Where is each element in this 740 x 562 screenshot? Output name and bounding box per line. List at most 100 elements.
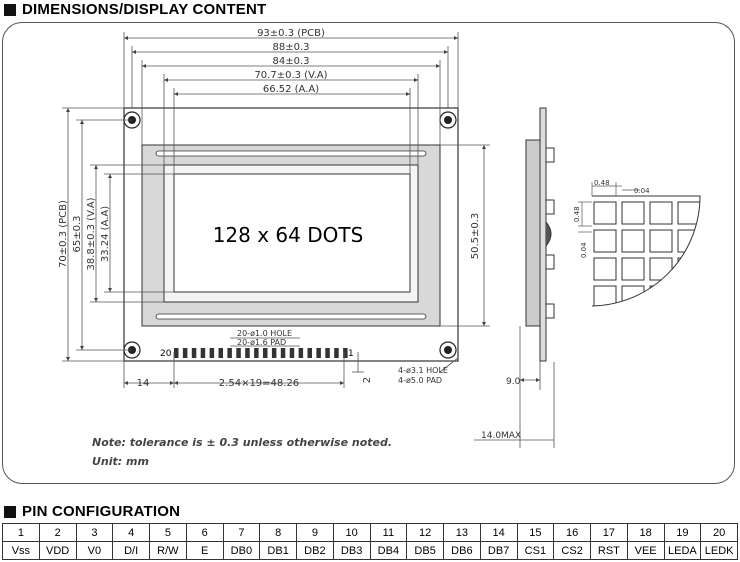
pin-pad-spec: 20-ø1.6 PAD <box>237 338 286 347</box>
bezel-bottom-slot <box>155 313 427 320</box>
unit-note: Unit: mm <box>92 455 149 468</box>
pin-name-cell: CS1 <box>516 541 555 560</box>
dot-cell <box>649 229 673 253</box>
pin-number-cell: 19 <box>663 523 702 542</box>
section-bullet-icon <box>4 505 16 518</box>
pin-number-cell: 10 <box>332 523 371 542</box>
dim-height-65: 65±0.3 <box>72 215 83 252</box>
dot-gap-side: 0.04 <box>580 242 588 258</box>
dim-side-9: 9.0 <box>506 377 521 387</box>
mount-pad-spec: 4-ø5.0 PAD <box>398 376 442 385</box>
pin-pad <box>227 348 232 358</box>
pin-number-cell: 12 <box>406 523 444 542</box>
pin-name-cell: DB6 <box>443 541 481 560</box>
pin-pad <box>182 348 188 358</box>
drawing-frame <box>2 22 735 484</box>
dot-cell <box>621 201 645 225</box>
pin-name-cell: DB3 <box>332 541 371 560</box>
dim-left-14: 14 <box>137 378 150 389</box>
dim-pcb-width: 93±0.3 (PCB) <box>257 28 325 39</box>
pin-number-cell: 11 <box>369 523 408 542</box>
pin-number-cell: 13 <box>443 523 481 542</box>
dot-pitch-top: 0.48 <box>594 179 610 187</box>
mounting-holes <box>123 111 457 359</box>
pin-header-row <box>174 348 348 358</box>
pin-number-cell: 5 <box>149 523 187 542</box>
pin-pad <box>280 348 286 358</box>
dim-va-width: 70.7±0.3 (V.A) <box>254 70 327 81</box>
pin-number-cell: 17 <box>590 523 628 542</box>
pin-pad <box>245 348 250 358</box>
dot-cell <box>593 201 617 225</box>
pin-pad <box>343 348 348 358</box>
section-bullet-icon <box>4 3 16 16</box>
pin-name-cell: DB1 <box>259 541 297 560</box>
pin-name-cell: RST <box>590 541 628 560</box>
pin-pad <box>254 348 259 358</box>
pin-number-cell: 4 <box>112 523 150 542</box>
pin-name-cell: V0 <box>75 541 114 560</box>
pin-number-cell: 2 <box>38 523 77 542</box>
dim-aa-height: 33.24 (A.A) <box>100 206 111 262</box>
dot-cell <box>677 257 700 281</box>
pin-1-label: 1 <box>348 349 354 359</box>
pin-pad <box>307 348 312 358</box>
pin-name-cell: LEDK <box>700 541 738 560</box>
mount-hole-spec: 4-ø3.1 HOLE <box>398 366 448 375</box>
dimensions-section-title: DIMENSIONS/DISPLAY CONTENT <box>4 1 266 18</box>
dot-cell <box>677 201 700 225</box>
pin-pad <box>316 348 321 358</box>
lcd-dimension-drawing: 128 x 64 DOTS 20 1 93±0.3 (PCB) 88±0.3 8… <box>58 28 701 468</box>
pin-name-cell: CS2 <box>553 541 591 560</box>
dot-gap-top: 0.04 <box>634 187 650 195</box>
dimensions-title-text: DIMENSIONS/DISPLAY CONTENT <box>22 1 267 18</box>
pin-pad <box>298 348 304 358</box>
pin-pad <box>334 348 339 358</box>
dot-cell <box>593 257 617 281</box>
side-view <box>525 107 555 362</box>
pin-pad <box>236 348 241 358</box>
pin-name-cell: R/W <box>149 541 187 560</box>
pin-pad <box>200 348 206 358</box>
pin-number-cell: 8 <box>259 523 297 542</box>
pin-number-cell: 9 <box>296 523 334 542</box>
dot-cell <box>649 285 673 306</box>
pin-20-label: 20 <box>160 349 172 359</box>
dim-pcb-height: 70±0.3 (PCB) <box>58 200 69 268</box>
dim-pin-pitch: 2.54×19=48.26 <box>219 378 299 389</box>
pin-pad <box>263 348 268 358</box>
pin-number-cell: 6 <box>185 523 224 542</box>
dot-cell <box>621 229 645 253</box>
pin-number-cell: 7 <box>222 523 261 542</box>
dim-width-88: 88±0.3 <box>272 42 309 53</box>
bezel-top-slot <box>155 150 427 157</box>
pin-number-cell: 18 <box>626 523 665 542</box>
pin-name-cell: DB4 <box>369 541 408 560</box>
dot-cell <box>593 229 617 253</box>
pin-number-cell: 16 <box>553 523 591 542</box>
pin-pad <box>289 348 295 358</box>
pin-name-cell: DB2 <box>296 541 334 560</box>
pin-pad <box>325 348 330 358</box>
pin-name-cell: E <box>185 541 224 560</box>
dim-width-84: 84±0.3 <box>272 56 309 67</box>
pin-name-cell: VDD <box>38 541 77 560</box>
dim-height-50-5: 50.5±0.3 <box>470 213 481 260</box>
pin-name-cell: DB7 <box>479 541 518 560</box>
pin-title-text: PIN CONFIGURATION <box>22 503 181 520</box>
active-area <box>173 173 411 293</box>
pin-name-cell: LEDA <box>663 541 702 560</box>
pin-name-cell: VEE <box>626 541 665 560</box>
pin-name-cell: DB5 <box>406 541 444 560</box>
dim-va-height: 38.8±0.3 (V.A) <box>86 197 97 270</box>
pin-hole-spec: 20-ø1.0 HOLE <box>237 329 292 338</box>
pin-number-cell: 14 <box>479 523 518 542</box>
pin-name-cell: DB0 <box>222 541 261 560</box>
pin-number-cell: 3 <box>75 523 114 542</box>
pin-number-cell: 15 <box>516 523 555 542</box>
pin-section-title: PIN CONFIGURATION <box>4 503 180 520</box>
dot-cell <box>677 285 700 306</box>
